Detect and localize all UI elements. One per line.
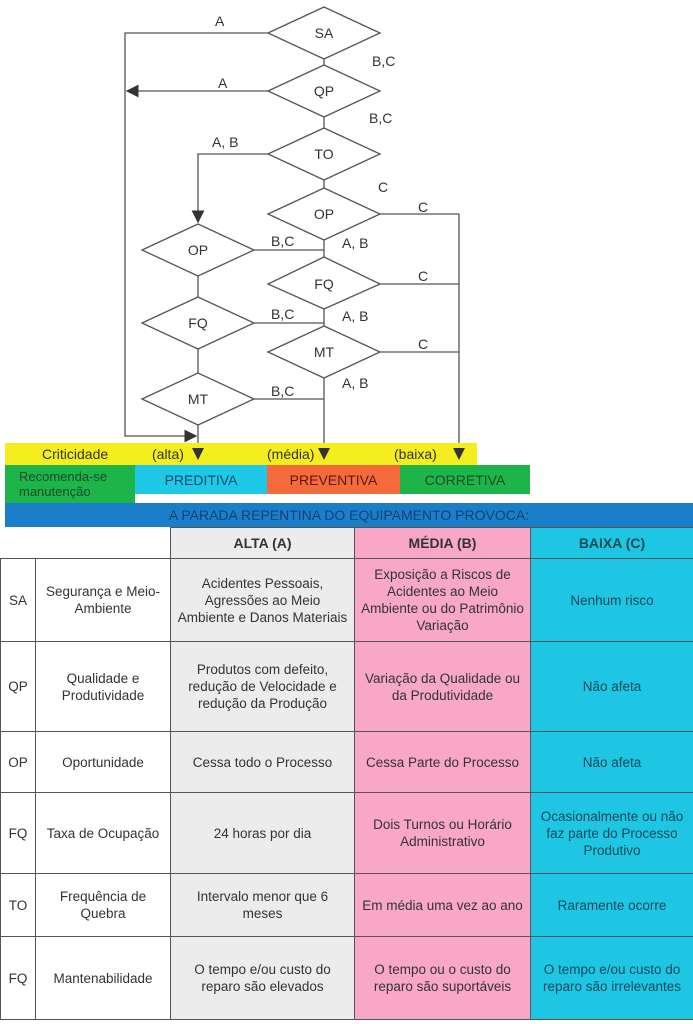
criticality-baixa: (baixa) — [394, 446, 437, 462]
row-baixa: Raramente ocorre — [530, 873, 693, 937]
row-criterion: Mantenabilidade — [35, 936, 171, 1020]
node-fq-left: FQ — [188, 315, 208, 331]
row-alta: O tempo e/ou custo do reparo são elevado… — [170, 936, 355, 1020]
row-criterion: Taxa de Ocupação — [35, 792, 171, 874]
node-op-right: OP — [314, 206, 334, 222]
row-baixa: Nenhum risco — [530, 558, 693, 642]
row-media: Exposição a Riscos de Acidentes ao Meio … — [354, 558, 531, 642]
node-mt-right: MT — [314, 344, 335, 360]
row-alta: Acidentes Pessoais, Agressões ao Meio Am… — [170, 558, 355, 642]
row-alta: Cessa todo o Processo — [170, 731, 355, 793]
label-fq-right-ab: A, B — [342, 308, 368, 324]
row-code: QP — [0, 641, 36, 732]
diamond-mt-right — [266, 325, 382, 379]
row-media: Cessa Parte do Processo — [354, 731, 531, 793]
header-media: MÉDIA (B) — [354, 527, 531, 559]
label-op-right-c: C — [418, 199, 428, 215]
label-fq-right-c: C — [418, 268, 428, 284]
header-alta: ALTA (A) — [170, 527, 355, 559]
criticality-band: Criticidade (alta) (média) (baixa) — [5, 443, 477, 465]
row-criterion: Qualidade e Produtividade — [35, 641, 171, 732]
diamond-op-left — [140, 223, 256, 277]
criticality-media: (média) — [267, 446, 315, 462]
label-op-right-ab: A, B — [342, 235, 368, 251]
row-criterion: Frequência de Quebra — [35, 873, 171, 937]
label-sa-bc: B,C — [372, 53, 395, 69]
maintenance-preditiva: PREDITIVA — [135, 465, 267, 494]
row-baixa: O tempo e/ou custo do reparo são irrelev… — [530, 936, 693, 1020]
criticality-arrows — [192, 448, 465, 460]
node-mt-left: MT — [188, 391, 209, 407]
row-alta: 24 horas por dia — [170, 792, 355, 874]
row-code: FQ — [0, 792, 36, 874]
node-fq-right: FQ — [314, 276, 334, 292]
maintenance-preventiva: PREVENTIVA — [267, 465, 400, 494]
row-code: OP — [0, 731, 36, 793]
row-alta: Produtos com defeito, redução de Velocid… — [170, 641, 355, 732]
row-code: SA — [0, 558, 36, 642]
diamond-to — [266, 127, 382, 181]
row-code: TO — [0, 873, 36, 937]
node-to: TO — [314, 146, 333, 162]
row-criterion: Oportunidade — [35, 731, 171, 793]
label-sa-a: A — [215, 13, 225, 29]
label-mt-right-c: C — [418, 336, 428, 352]
label-op-left-bc: B,C — [271, 233, 294, 249]
node-qp: QP — [314, 83, 334, 99]
edge-to-ab — [191, 153, 268, 224]
row-baixa: Ocasionalmente ou não faz parte do Proce… — [530, 792, 693, 874]
row-media: Dois Turnos ou Horário Administrativo — [354, 792, 531, 874]
label-to-ab: A, B — [212, 134, 238, 150]
label-mt-left-bc: B,C — [271, 383, 294, 399]
label-qp-a: A — [218, 75, 228, 91]
diamond-fq-right — [266, 256, 382, 310]
edge-left-bc — [254, 249, 324, 400]
edge-sa-a — [124, 32, 268, 443]
node-op-left: OP — [188, 242, 208, 258]
row-media: O tempo ou o custo do reparo são suportá… — [354, 936, 531, 1020]
row-media: Em média uma vez ao ano — [354, 873, 531, 937]
diamond-mt-left — [140, 372, 256, 426]
table-header-row: ALTA (A) MÉDIA (B) BAIXA (C) — [0, 527, 693, 559]
flowchart: SA QP TO OP FQ MT OP FQ MT A B,C A B,C A… — [124, 6, 693, 470]
table-title: A PARADA REPENTINA DO EQUIPAMENTO PROVOC… — [5, 503, 693, 527]
label-fq-left-bc: B,C — [271, 306, 294, 322]
row-baixa: Não afeta — [530, 641, 693, 732]
row-alta: Intervalo menor que 6 meses — [170, 873, 355, 937]
header-baixa: BAIXA (C) — [530, 527, 693, 559]
criticality-alta: (alta) — [152, 446, 184, 462]
row-criterion: Segurança e Meio-Ambiente — [35, 558, 171, 642]
diamond-sa — [266, 6, 382, 60]
maintenance-label: Recomenda-se manutenção — [5, 465, 135, 503]
diamond-qp — [266, 64, 382, 118]
label-to-c: C — [378, 179, 388, 195]
node-sa: SA — [315, 25, 334, 41]
row-baixa: Não afeta — [530, 731, 693, 793]
row-code: FQ — [0, 936, 36, 1020]
criticality-label: Criticidade — [42, 446, 109, 462]
label-qp-bc: B,C — [369, 110, 392, 126]
edge-right-c — [380, 213, 459, 455]
row-media: Variação da Qualidade ou da Produtividad… — [354, 641, 531, 732]
diamond-fq-left — [140, 296, 256, 350]
diamond-op-right — [266, 187, 382, 241]
maintenance-corretiva: CORRETIVA — [400, 465, 530, 494]
label-mt-right-ab: A, B — [342, 375, 368, 391]
